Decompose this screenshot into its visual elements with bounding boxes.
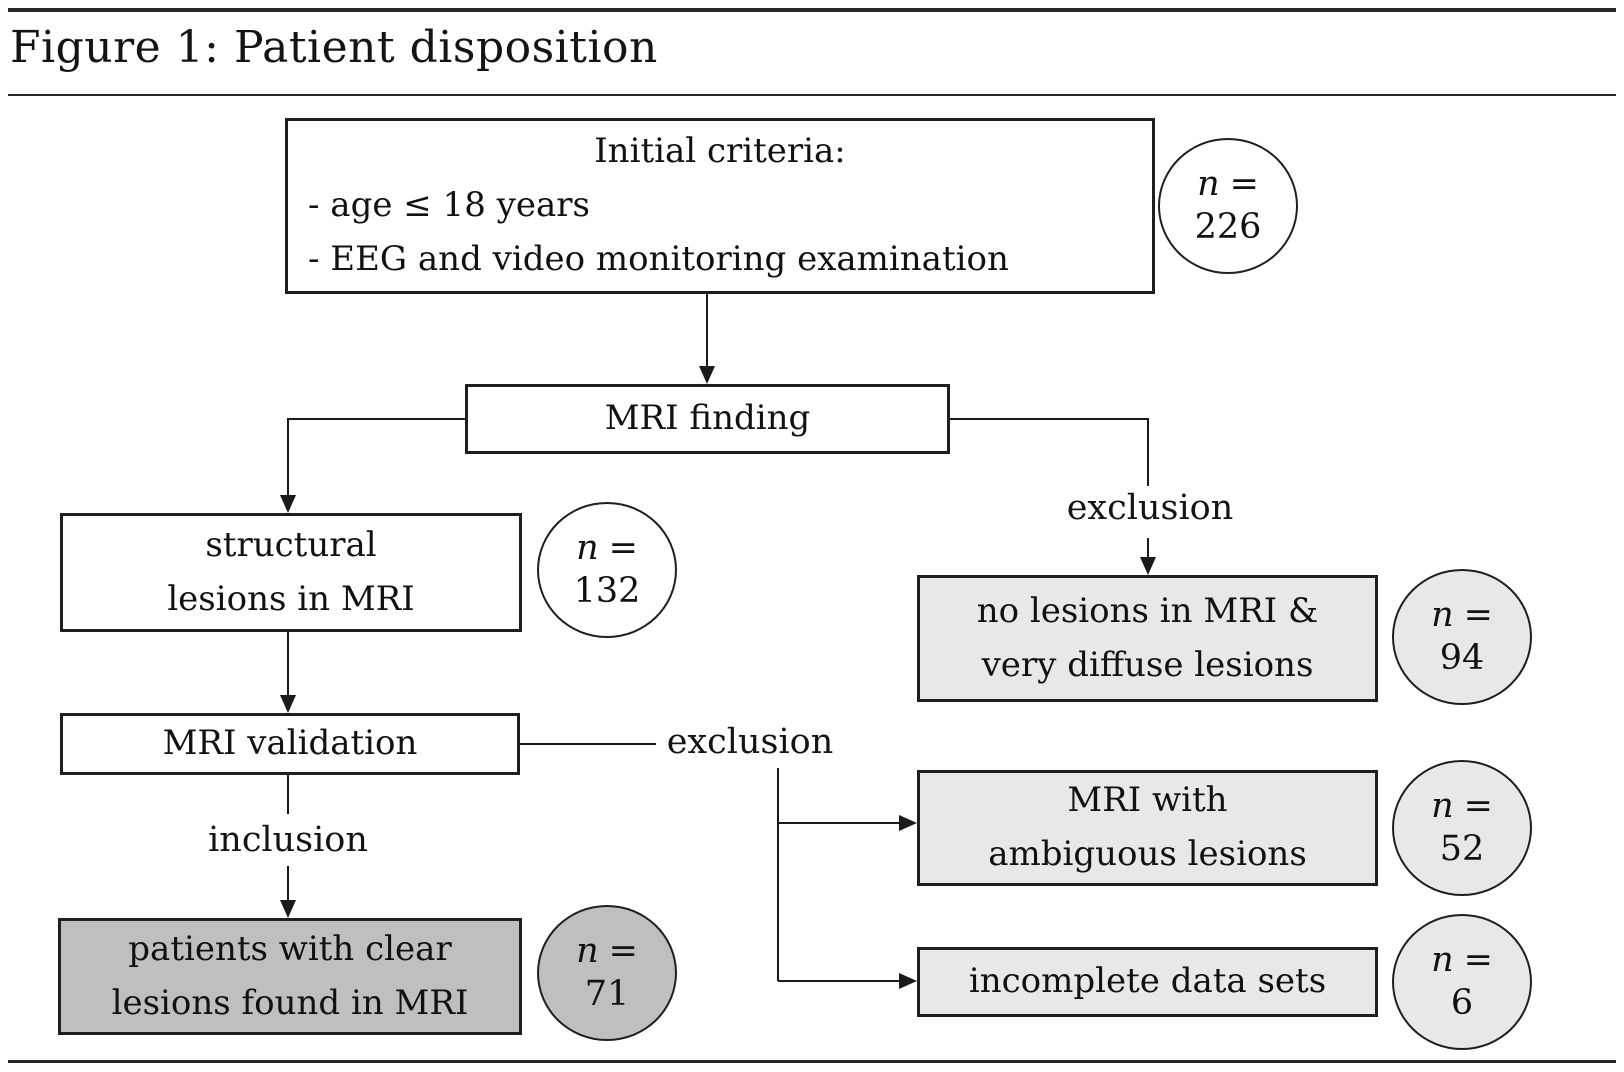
initial-criteria-bullet-eeg: - EEG and video monitoring examination (308, 238, 1009, 279)
count-patients-clear-value: 71 (584, 974, 630, 1014)
patients-clear-line1: patients with clear (128, 928, 452, 969)
incomplete-data-label: incomplete data sets (968, 961, 1327, 1002)
count-badge-initial: n = 226 (1158, 138, 1298, 274)
count-structural-n-row: n = (576, 528, 638, 569)
count-ambiguous-value: 52 (1439, 829, 1485, 869)
mri-finding-label: MRI finding (604, 398, 811, 439)
figure-top-rule (8, 8, 1616, 12)
no-lesions-line1: no lesions in MRI & (976, 590, 1319, 631)
count-incomplete-value: 6 (1450, 983, 1474, 1023)
edge-label-inclusion: inclusion (208, 820, 368, 860)
arrowhead-exclusion-to-ambiguous (899, 815, 917, 831)
node-mri-validation: MRI validation (60, 713, 520, 775)
figure-title-rule (8, 94, 1616, 96)
count-badge-structural: n = 132 (537, 502, 677, 638)
count-badge-incomplete: n = 6 (1392, 914, 1532, 1050)
arrowhead-finding-to-structural (280, 495, 296, 513)
ambiguous-lesions-line1: MRI with (1067, 780, 1228, 821)
arrowhead-exclusion-to-incomplete (899, 973, 917, 989)
node-structural-lesions: structural lesions in MRI (60, 513, 522, 632)
no-lesions-line2: very diffuse lesions (981, 644, 1314, 685)
count-incomplete-n-row: n = (1431, 940, 1493, 981)
patients-clear-line2: lesions found in MRI (111, 982, 469, 1023)
node-incomplete-data: incomplete data sets (917, 947, 1378, 1017)
count-badge-no-lesions: n = 94 (1392, 569, 1532, 705)
figure-title: Figure 1: Patient disposition (10, 22, 658, 73)
count-initial-value: 226 (1194, 207, 1262, 247)
mri-validation-label: MRI validation (162, 723, 418, 764)
edge-label-exclusion-mid: exclusion (666, 722, 834, 762)
count-ambiguous-n-row: n = (1431, 786, 1493, 827)
node-mri-finding: MRI finding (465, 384, 950, 454)
structural-lesions-line2: lesions in MRI (167, 578, 415, 619)
arrowhead-structural-to-validation (280, 695, 296, 713)
ambiguous-lesions-line2: ambiguous lesions (988, 834, 1307, 874)
count-badge-ambiguous: n = 52 (1392, 760, 1532, 896)
count-structural-value: 132 (573, 571, 641, 611)
edge-finding-to-exclusion (950, 418, 1149, 486)
arrowhead-exclusion-to-nolesions (1140, 557, 1156, 575)
initial-criteria-heading: Initial criteria: (594, 131, 846, 172)
arrowhead-initial-to-finding (699, 366, 715, 384)
figure-bottom-rule (8, 1060, 1616, 1063)
count-badge-patients-clear: n = 71 (537, 905, 677, 1041)
node-initial-criteria: Initial criteria: - age ≤ 18 years - EEG… (285, 118, 1155, 294)
count-no-lesions-value: 94 (1439, 638, 1485, 678)
initial-criteria-bullet-age: - age ≤ 18 years (308, 185, 590, 226)
structural-lesions-line1: structural (205, 524, 377, 565)
count-initial-n-row: n = (1197, 164, 1259, 205)
edge-finding-to-structural (287, 418, 465, 497)
node-patients-clear: patients with clear lesions found in MRI (58, 918, 522, 1035)
node-no-lesions: no lesions in MRI & very diffuse lesions (917, 575, 1378, 702)
count-patients-clear-n-row: n = (576, 931, 638, 972)
count-no-lesions-n-row: n = (1431, 595, 1493, 636)
edge-label-exclusion-top: exclusion (1066, 488, 1234, 528)
arrowhead-inclusion-to-patients (280, 900, 296, 918)
node-ambiguous-lesions: MRI with ambiguous lesions (917, 770, 1378, 886)
